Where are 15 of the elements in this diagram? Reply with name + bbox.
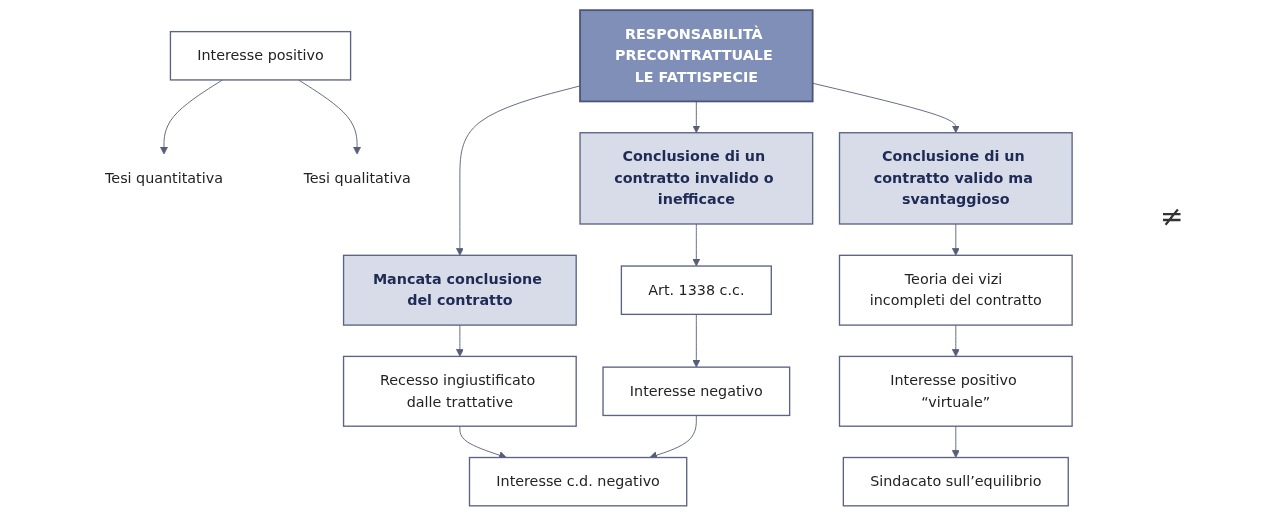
node-box: Interesse negativo [602, 366, 791, 417]
node-box: Sindacato sull’equilibrio [842, 456, 1069, 507]
node-box: Interesse c.d. negativo [468, 456, 688, 507]
node-box: Teoria dei vizi incompleti del contratto [838, 254, 1073, 326]
not-equal-sign: ≠ [1160, 200, 1185, 233]
node-box: Interesse positivo [169, 30, 352, 81]
node-text: Tesi quantitativa [104, 169, 223, 187]
node-box: Recesso ingiustificato dalle trattative [342, 355, 577, 427]
node-box: Mancata conclusione del contratto [342, 254, 577, 326]
node-box: Interesse positivo “virtuale” [838, 355, 1073, 427]
node-box: RESPONSABILITÀ PRECONTRATTUALE LE FATTISPECIE [579, 9, 814, 103]
node-box: Conclusione di un contratto invalido o inefficace [579, 132, 814, 225]
node-box: Art. 1338 c.c. [620, 265, 772, 316]
node-text: Tesi qualitativa [303, 169, 411, 187]
node-box: Conclusione di un contratto valido ma svantaggioso [838, 132, 1073, 225]
